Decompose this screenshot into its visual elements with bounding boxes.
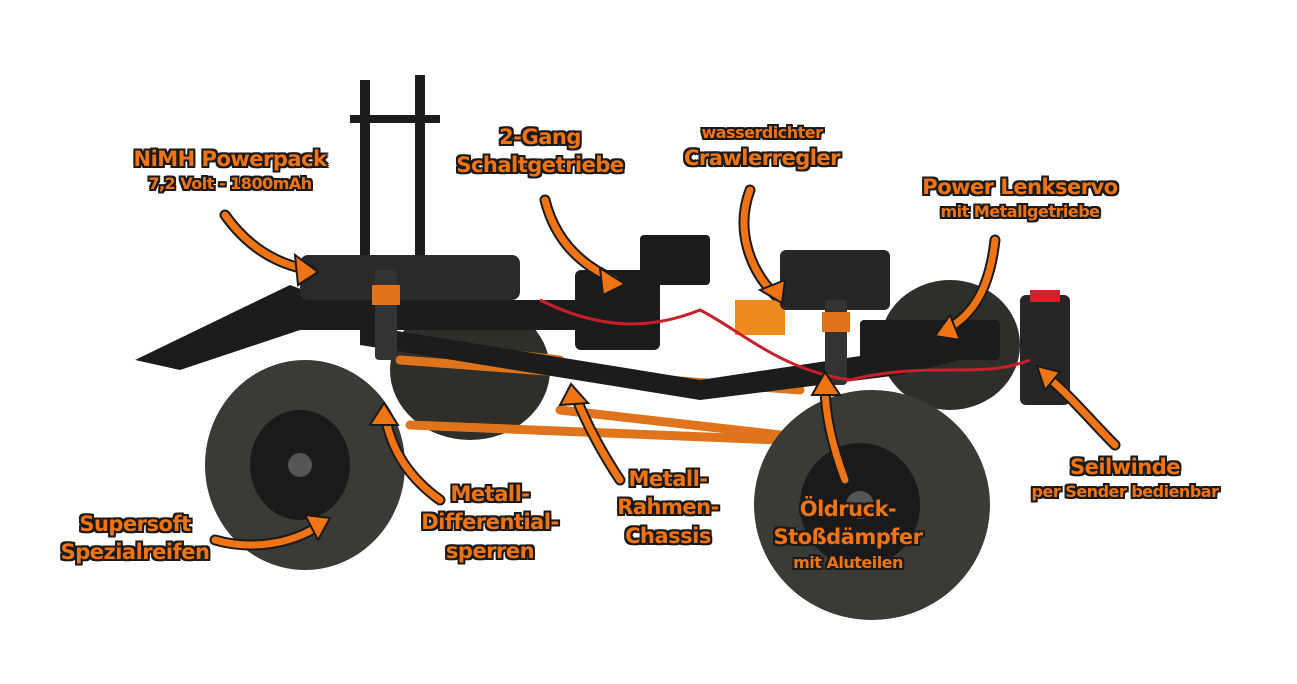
label-diff-line3: sperren bbox=[445, 538, 535, 563]
label-tires: Supersoft Spezialreifen bbox=[61, 510, 210, 567]
label-shocks-line1: Öldruck- bbox=[799, 497, 897, 521]
label-battery: NiMH Powerpack 7,2 Volt - 1800mAh bbox=[133, 145, 328, 195]
front-near-wheel bbox=[754, 390, 990, 620]
label-chassis-line2: Rahmen- bbox=[617, 495, 719, 520]
label-shocks: Öldruck- Stoßdämpfer mit Aluteilen bbox=[773, 495, 923, 573]
label-servo-line1: Power Lenkservo bbox=[922, 175, 1118, 199]
label-gearbox-line1: 2-Gang bbox=[499, 125, 581, 149]
label-winch-line2: per Sender bedienbar bbox=[1031, 482, 1219, 502]
label-chassis-line3: Chassis bbox=[625, 523, 711, 548]
label-esc-line2: Crawlerregler bbox=[683, 145, 841, 170]
rear-near-wheel bbox=[205, 360, 405, 570]
label-diff-line2: Differential- bbox=[421, 510, 559, 535]
label-servo: Power Lenkservo mit Metallgetriebe bbox=[922, 173, 1118, 223]
label-gearbox: 2-Gang Schaltgetriebe bbox=[456, 123, 624, 180]
label-tires-line1: Supersoft bbox=[79, 512, 191, 536]
label-diff: Metall- Differential- sperren bbox=[421, 480, 559, 565]
label-esc: wasserdichter Crawlerregler bbox=[683, 122, 841, 172]
label-shocks-line2: Stoßdämpfer bbox=[773, 525, 923, 550]
label-chassis: Metall- Rahmen- Chassis bbox=[617, 465, 719, 550]
label-gearbox-line2: Schaltgetriebe bbox=[456, 153, 624, 178]
label-tires-line2: Spezialreifen bbox=[60, 540, 210, 565]
chassis-frame bbox=[135, 75, 1070, 405]
callout-arrows bbox=[209, 184, 1121, 551]
rear-far-wheel bbox=[390, 300, 550, 440]
label-diff-line1: Metall- bbox=[450, 482, 530, 506]
label-winch: Seilwinde per Sender bedienbar bbox=[1032, 453, 1219, 503]
label-chassis-line1: Metall- bbox=[628, 467, 708, 491]
label-shocks-line3: mit Aluteilen bbox=[793, 552, 903, 572]
label-battery-subtitle: 7,2 Volt - 1800mAh bbox=[148, 174, 312, 194]
shock-absorbers bbox=[372, 270, 850, 385]
label-esc-line1: wasserdichter bbox=[701, 123, 823, 142]
label-servo-line2: mit Metallgetriebe bbox=[940, 202, 1100, 222]
label-battery-title: NiMH Powerpack bbox=[133, 147, 328, 171]
wiring bbox=[539, 298, 1031, 382]
label-winch-line1: Seilwinde bbox=[1069, 455, 1181, 479]
